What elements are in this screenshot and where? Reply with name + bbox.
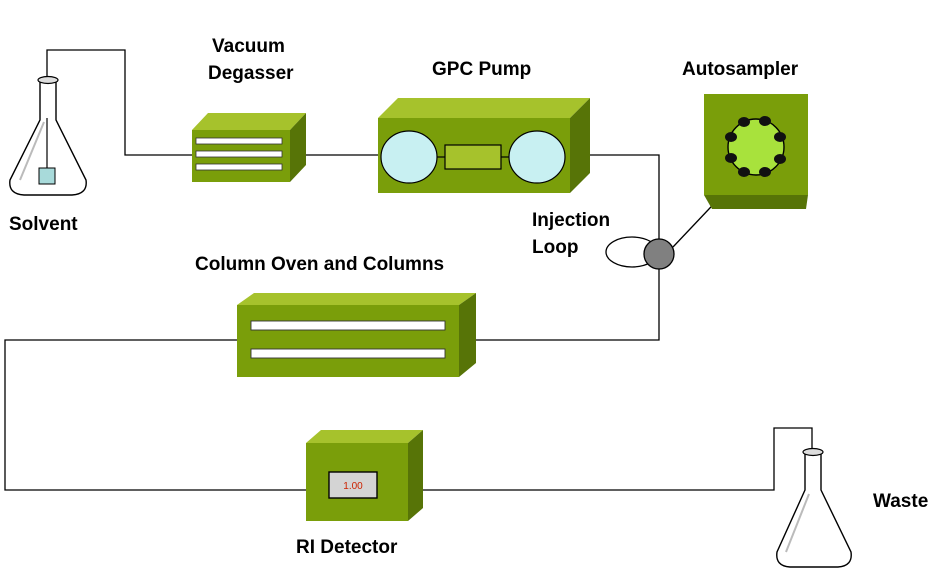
waste-flask (776, 447, 852, 568)
waste-flask-rim (802, 447, 824, 457)
line-valve-to-column (474, 268, 660, 341)
solvent-flask-rim (37, 75, 59, 85)
solvent-flask-shine (19, 121, 45, 181)
column-2 (250, 348, 446, 359)
gpc-pump (378, 98, 590, 193)
vacuum-degasser (192, 113, 306, 182)
pump-head-right (508, 130, 566, 184)
line-solvent-to-degasser (46, 49, 192, 156)
degasser-slot-2 (195, 150, 283, 158)
injection-loop-label-line1: Injection (532, 210, 610, 231)
sampler-vials (725, 116, 786, 177)
line-detector-to-waste (422, 427, 813, 491)
sampler-vial-6 (738, 167, 750, 177)
pump-center-block (444, 144, 502, 170)
column-oven (237, 293, 476, 377)
injection-loop-label-line2: Loop (532, 237, 578, 258)
tubing (4, 49, 813, 491)
waste-label: Waste (873, 491, 928, 512)
degasser-slot-3 (195, 163, 283, 171)
solvent-filter (38, 167, 56, 185)
sampler-vial-2 (759, 116, 771, 126)
column-oven-front (237, 305, 459, 377)
sampler-vial-4 (774, 154, 786, 164)
column-1 (250, 320, 446, 331)
detector-display (328, 471, 378, 499)
sampler-vial-3 (774, 132, 786, 142)
autosampler-label: Autosampler (682, 59, 799, 80)
waste-flask-shine (785, 493, 810, 553)
solvent-label: Solvent (9, 214, 78, 235)
ri-detector-label: RI Detector (296, 537, 398, 558)
column-oven-top (237, 293, 476, 305)
waste-flask-body (776, 451, 852, 568)
solvent-flask (9, 75, 87, 196)
injection-valve-body (643, 238, 675, 270)
sampler-carousel (727, 118, 785, 176)
pump-head-left (380, 130, 438, 184)
pump-side (570, 98, 590, 193)
sampler-vial-7 (725, 153, 737, 163)
column-oven-label: Column Oven and Columns (195, 254, 444, 275)
vacuum-degasser-label-line2: Degasser (208, 63, 294, 84)
gpc-pump-label: GPC Pump (432, 59, 531, 80)
degasser-top (192, 113, 306, 130)
autosampler (704, 94, 808, 209)
detector-side (408, 430, 423, 521)
detector-readout: 1.00 (343, 481, 363, 492)
sampler-vial-8 (725, 132, 737, 142)
sampler-vial-1 (738, 117, 750, 127)
line-pump-to-valve (566, 154, 660, 240)
degasser-slot-1 (195, 137, 283, 145)
ri-detector: 1.00 (306, 430, 423, 521)
injection-valve (605, 236, 675, 270)
detector-top (306, 430, 423, 443)
pump-top (378, 98, 590, 118)
autosampler-side (704, 195, 808, 209)
line-column-to-detector (4, 339, 306, 491)
sampler-vial-5 (759, 167, 771, 177)
column-oven-side (459, 293, 476, 377)
vacuum-degasser-label-line1: Vacuum (212, 36, 285, 57)
degasser-side (290, 113, 306, 182)
solvent-flask-body (9, 79, 87, 196)
